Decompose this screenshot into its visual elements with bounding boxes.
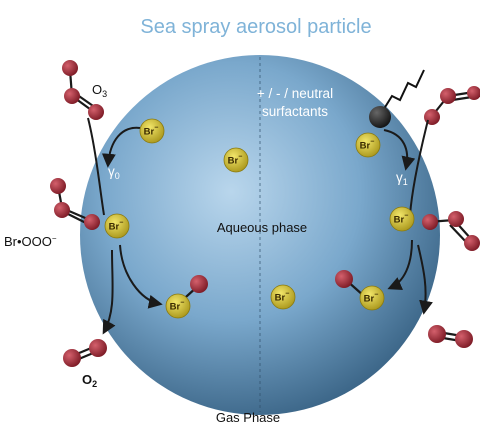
bromide-label: Br−: [109, 220, 124, 233]
bromide-ion: Br−: [355, 132, 381, 158]
ozone-label: O3: [92, 82, 107, 99]
diagram-title: Sea spray aerosol particle: [140, 16, 371, 38]
bromide-label: Br−: [364, 292, 379, 305]
surfactant-label-line1: + / - / neutral: [257, 86, 333, 101]
bromide-to-surface-arrow-right: [383, 129, 416, 171]
bromide-label: Br−: [144, 125, 159, 138]
bromide-label: Br−: [170, 300, 185, 313]
surfactant-tail: [381, 69, 425, 113]
oxygen-label: O2: [82, 372, 97, 389]
oxygen-release-arrow-left: [102, 249, 116, 335]
gamma-1-label: γ1: [396, 170, 408, 187]
arrow-to-brO-left: [119, 244, 163, 309]
bromide-ion: Br−: [389, 206, 415, 232]
ozone-molecule-right: [424, 86, 480, 125]
bromide-ion: Br−: [139, 118, 165, 144]
bromide-ion: Br−: [359, 285, 385, 311]
bromide-label: Br−: [394, 213, 409, 226]
bromide-ions: Br− Br− Br− Br− Br− Br− Br− Br−: [104, 118, 415, 319]
bromide-label: Br−: [228, 154, 243, 167]
bromide-ion: Br−: [270, 284, 296, 310]
ozone-uptake-arrow-right: [409, 119, 429, 216]
surfactant-head: [369, 106, 391, 128]
gamma-0-label: γ0: [108, 164, 120, 181]
surfactant-label-line2: surfactants: [262, 104, 328, 119]
ozonide-complex-right: [422, 211, 480, 251]
gas-phase-label: Gas Phase: [216, 410, 280, 425]
intermediate-label: Br•OOO−: [4, 234, 57, 249]
ozone-uptake-arrow-left: [87, 117, 105, 216]
bromide-ion: Br−: [223, 147, 249, 173]
ozonide-complex-left: [50, 178, 100, 230]
bromide-ion: Br−: [165, 293, 191, 319]
oxygen-release-arrow-right: [417, 244, 433, 315]
bromide-to-surface-arrow-left: [101, 126, 141, 168]
oxygen-molecule-left: [63, 339, 107, 367]
oxygen-molecule-right: [428, 325, 473, 348]
bromide-ion: Br−: [104, 213, 130, 239]
bromide-label: Br−: [275, 291, 290, 304]
ozone-molecule-left: [62, 60, 104, 120]
bromide-label: Br−: [360, 139, 375, 152]
aerosol-particle-sphere: [80, 55, 440, 415]
arrow-to-brO-right: [387, 239, 413, 291]
aqueous-phase-label: Aqueous phase: [217, 220, 307, 235]
